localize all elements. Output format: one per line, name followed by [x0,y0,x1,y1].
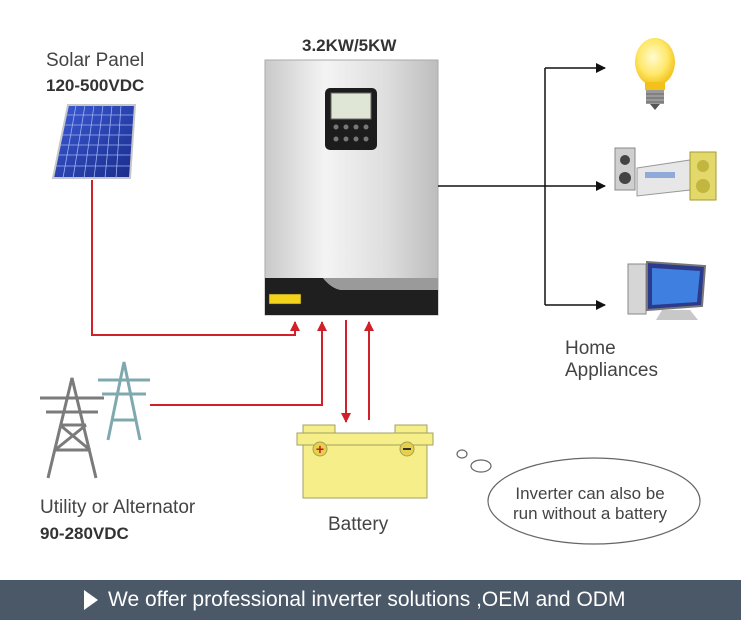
home-label-line2: Appliances [565,360,658,381]
solar-label: Solar Panel [46,50,145,71]
utility-label: Utility or Alternator [40,497,196,518]
home-label-line1: Home [565,338,616,359]
battery-label: Battery [328,514,389,535]
chevron-right-icon [84,590,98,610]
inverter-unit [264,59,439,316]
red-wires [91,180,374,423]
footer-bar: We offer professional inverter solutions… [0,580,741,620]
utility-tower-icon [40,361,150,479]
computer-icon [627,260,707,320]
solar-panel-icon [51,104,137,179]
stereo-system-icon [614,147,717,201]
light-bulb-icon [635,38,675,110]
footer-text: We offer professional inverter solutions… [108,588,626,611]
svg-text:+: + [316,441,324,457]
bubble-line-1: Inverter can also be [515,484,665,503]
output-lines [438,63,606,310]
battery-icon: + [296,424,434,499]
inverter-title: 3.2KW/5KW [302,36,397,55]
thought-bubble [456,449,701,545]
solar-voltage: 120-500VDC [46,76,145,95]
utility-voltage: 90-280VDC [40,524,129,543]
bubble-text: Inverter can also be run without a batte… [490,484,690,524]
bubble-line-2: run without a battery [512,504,668,523]
